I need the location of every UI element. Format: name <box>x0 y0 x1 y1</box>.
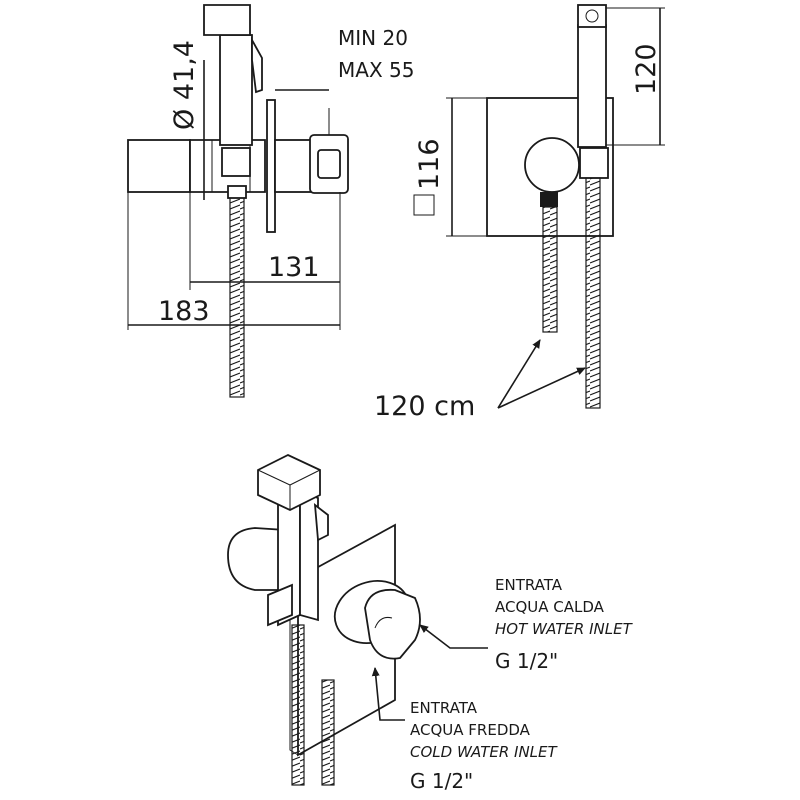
hot-leader <box>419 624 488 649</box>
cold-line1: ENTRATA <box>410 699 478 717</box>
iso-handset-head <box>257 454 321 511</box>
hose-side <box>229 191 245 398</box>
wall-plate <box>266 99 276 233</box>
valve-round <box>524 137 580 193</box>
body-block <box>127 139 191 193</box>
iso-hose-left <box>291 624 305 786</box>
isometric-view <box>227 454 488 786</box>
holder-front <box>579 147 609 179</box>
hot-line1: ENTRATA <box>495 576 563 594</box>
iso-trigger <box>313 503 329 542</box>
hot-thread: G 1/2" <box>495 649 558 673</box>
dim-131: 131 <box>268 252 320 283</box>
trigger-lever <box>251 36 263 94</box>
side-view <box>127 4 349 398</box>
front-view <box>413 4 665 409</box>
hot-line3: HOT WATER INLET <box>495 620 634 638</box>
handset-stem <box>219 34 253 146</box>
dim-183: 183 <box>158 296 210 327</box>
hose-front-right <box>585 177 601 409</box>
handset-head <box>203 4 251 36</box>
dim-diameter: Ø 41,4 <box>169 40 200 130</box>
handset-front <box>577 24 607 148</box>
iso-valve-knob <box>364 588 421 660</box>
iso-body <box>227 527 286 591</box>
dim-max: MAX 55 <box>338 58 414 82</box>
dim-120: 120 <box>631 43 662 95</box>
cold-line3: COLD WATER INLET <box>410 743 559 761</box>
iso-hose-right <box>321 679 335 786</box>
dim-min: MIN 20 <box>338 26 408 50</box>
holder-clip <box>221 147 251 177</box>
dim-hose-length: 120 cm <box>374 391 475 422</box>
iso-holder <box>267 583 293 627</box>
square-symbol <box>413 194 435 216</box>
hose-front-left <box>542 206 558 333</box>
handset-head-front <box>577 4 607 28</box>
hot-line2: ACQUA CALDA <box>495 598 605 616</box>
dim-116: 116 <box>414 138 445 190</box>
hose-connector <box>540 192 558 207</box>
cold-line2: ACQUA FREDDA <box>410 721 531 739</box>
cold-leader <box>371 667 405 721</box>
cold-thread: G 1/2" <box>410 769 473 793</box>
